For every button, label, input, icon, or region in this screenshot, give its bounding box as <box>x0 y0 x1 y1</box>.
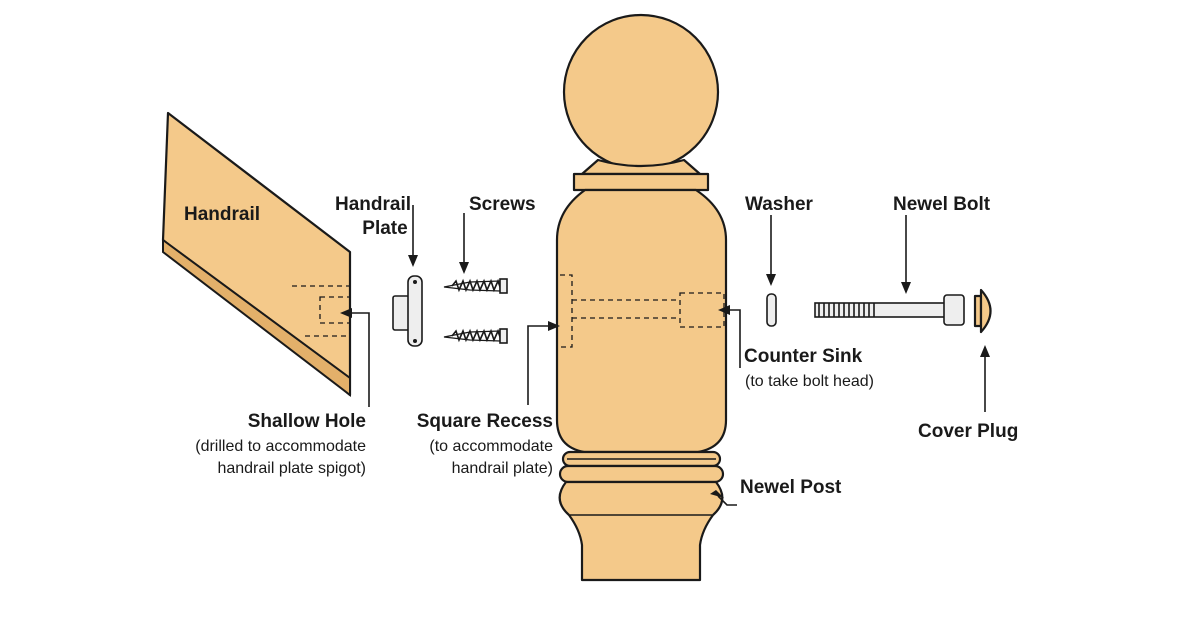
label-newel-bolt: Newel Bolt <box>893 194 991 215</box>
label-washer: Washer <box>745 194 814 215</box>
label-square-recess: Square Recess <box>417 411 553 432</box>
label-counter-sink-note: (to take bolt head) <box>745 373 874 390</box>
label-newel-post: Newel Post <box>740 477 842 498</box>
label-handrail-plate-1: Handrail <box>335 194 411 215</box>
cover-plug <box>973 288 992 334</box>
newel-post <box>555 13 728 582</box>
handrail-plate <box>392 275 423 347</box>
label-cover-plug: Cover Plug <box>918 421 1018 442</box>
leader-lines <box>340 205 990 506</box>
screw-bottom <box>443 328 508 344</box>
label-shallow-hole-note-1: (drilled to accommodate <box>195 438 366 455</box>
label-square-recess-note-1: (to accommodate <box>429 438 553 455</box>
label-shallow-hole-note-2: handrail plate spigot) <box>217 460 366 477</box>
label-handrail-plate-2: Plate <box>362 218 407 239</box>
label-square-recess-note-2: handrail plate) <box>452 460 553 477</box>
newel-bolt <box>814 294 965 326</box>
label-shallow-hole: Shallow Hole <box>248 411 366 432</box>
label-screws: Screws <box>469 194 536 215</box>
screw-top <box>443 278 508 294</box>
label-counter-sink: Counter Sink <box>744 346 863 367</box>
washer <box>766 293 777 327</box>
label-handrail: Handrail <box>184 204 260 225</box>
handrail <box>161 111 352 398</box>
screws <box>443 278 508 344</box>
